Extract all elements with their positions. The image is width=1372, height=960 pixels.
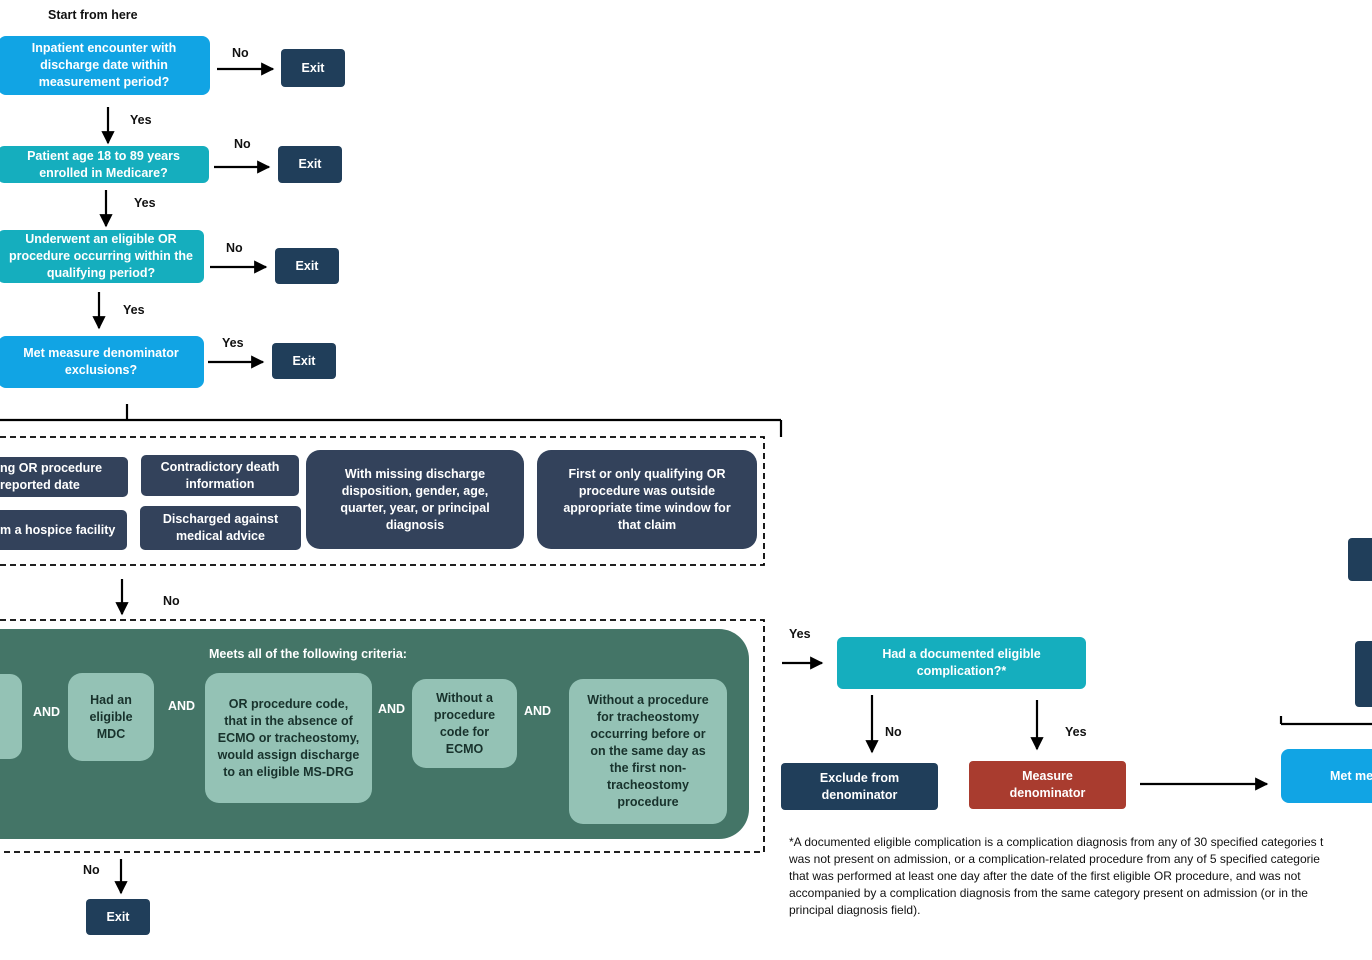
exclusion-against-medical-advice: Discharged against medical advice — [140, 506, 301, 550]
footnote-line: *A documented eligible complication is a… — [789, 835, 1324, 849]
exclusion-or-procedure-date: ng OR procedure reported date — [0, 457, 128, 497]
exclusion-hospice-facility: m a hospice facility — [0, 510, 127, 550]
partial-box-upper — [1348, 538, 1372, 581]
criteria-eligible-mdc: Had an eligible MDC — [68, 673, 154, 761]
no-label: No — [885, 725, 902, 739]
met-measure-box-partial: Met me — [1281, 749, 1372, 803]
no-label: No — [226, 241, 243, 255]
decision-denominator-exclusions: Met measure denominator exclusions? — [0, 336, 204, 388]
no-label: No — [234, 137, 251, 151]
footnote-line: principal diagnosis field). — [789, 903, 921, 917]
criteria-title: Meets all of the following criteria: — [209, 647, 407, 661]
footnote-line: accompanied by a complication diagnosis … — [789, 886, 1308, 900]
decision-inpatient-encounter: Inpatient encounter with discharge date … — [0, 36, 210, 95]
yes-label: Yes — [130, 113, 152, 127]
and-label: AND — [378, 702, 406, 716]
criteria-without-tracheostomy: Without a procedure for tracheostomy occ… — [569, 679, 727, 824]
and-label: AND — [33, 705, 61, 719]
measure-denominator-box: Measure denominator — [969, 761, 1126, 809]
footnote-line: was not present on admission, or a compl… — [789, 852, 1320, 866]
yes-label: Yes — [789, 627, 811, 641]
yes-label: Yes — [123, 303, 145, 317]
exit-box: Exit — [275, 248, 339, 284]
exclusion-outside-time-window: First or only qualifying OR procedure wa… — [537, 450, 757, 549]
exclude-from-denominator-box: Exclude from denominator — [781, 763, 938, 810]
criteria-without-ecmo: Without a procedure code for ECMO — [412, 679, 517, 768]
decision-eligible-complication: Had a documented eligible complication?* — [837, 637, 1086, 689]
criteria-or-procedure-code: OR procedure code, that in the absence o… — [205, 673, 372, 803]
footnote: *A documented eligible complication is a… — [789, 834, 1372, 919]
start-label: Start from here — [48, 8, 138, 22]
no-label: No — [232, 46, 249, 60]
yes-label: Yes — [134, 196, 156, 210]
exit-box: Exit — [86, 899, 150, 935]
decision-patient-age: Patient age 18 to 89 years enrolled in M… — [0, 146, 209, 183]
decision-eligible-or-procedure: Underwent an eligible OR procedure occur… — [0, 230, 204, 283]
yes-label: Yes — [222, 336, 244, 350]
and-label: AND — [168, 699, 196, 713]
footnote-line: that was performed at least one day afte… — [789, 869, 1301, 883]
exclusion-contradictory-death: Contradictory death information — [141, 455, 299, 496]
yes-label: Yes — [1065, 725, 1087, 739]
no-label: No — [83, 863, 100, 877]
exit-box: Exit — [278, 146, 342, 183]
partial-box-middle — [1355, 641, 1372, 707]
criteria-box-partial — [0, 674, 22, 759]
exit-box: Exit — [281, 49, 345, 87]
and-label: AND — [524, 704, 552, 718]
exit-box: Exit — [272, 343, 336, 379]
no-label: No — [163, 594, 180, 608]
exclusion-missing-data: With missing discharge disposition, gend… — [306, 450, 524, 549]
